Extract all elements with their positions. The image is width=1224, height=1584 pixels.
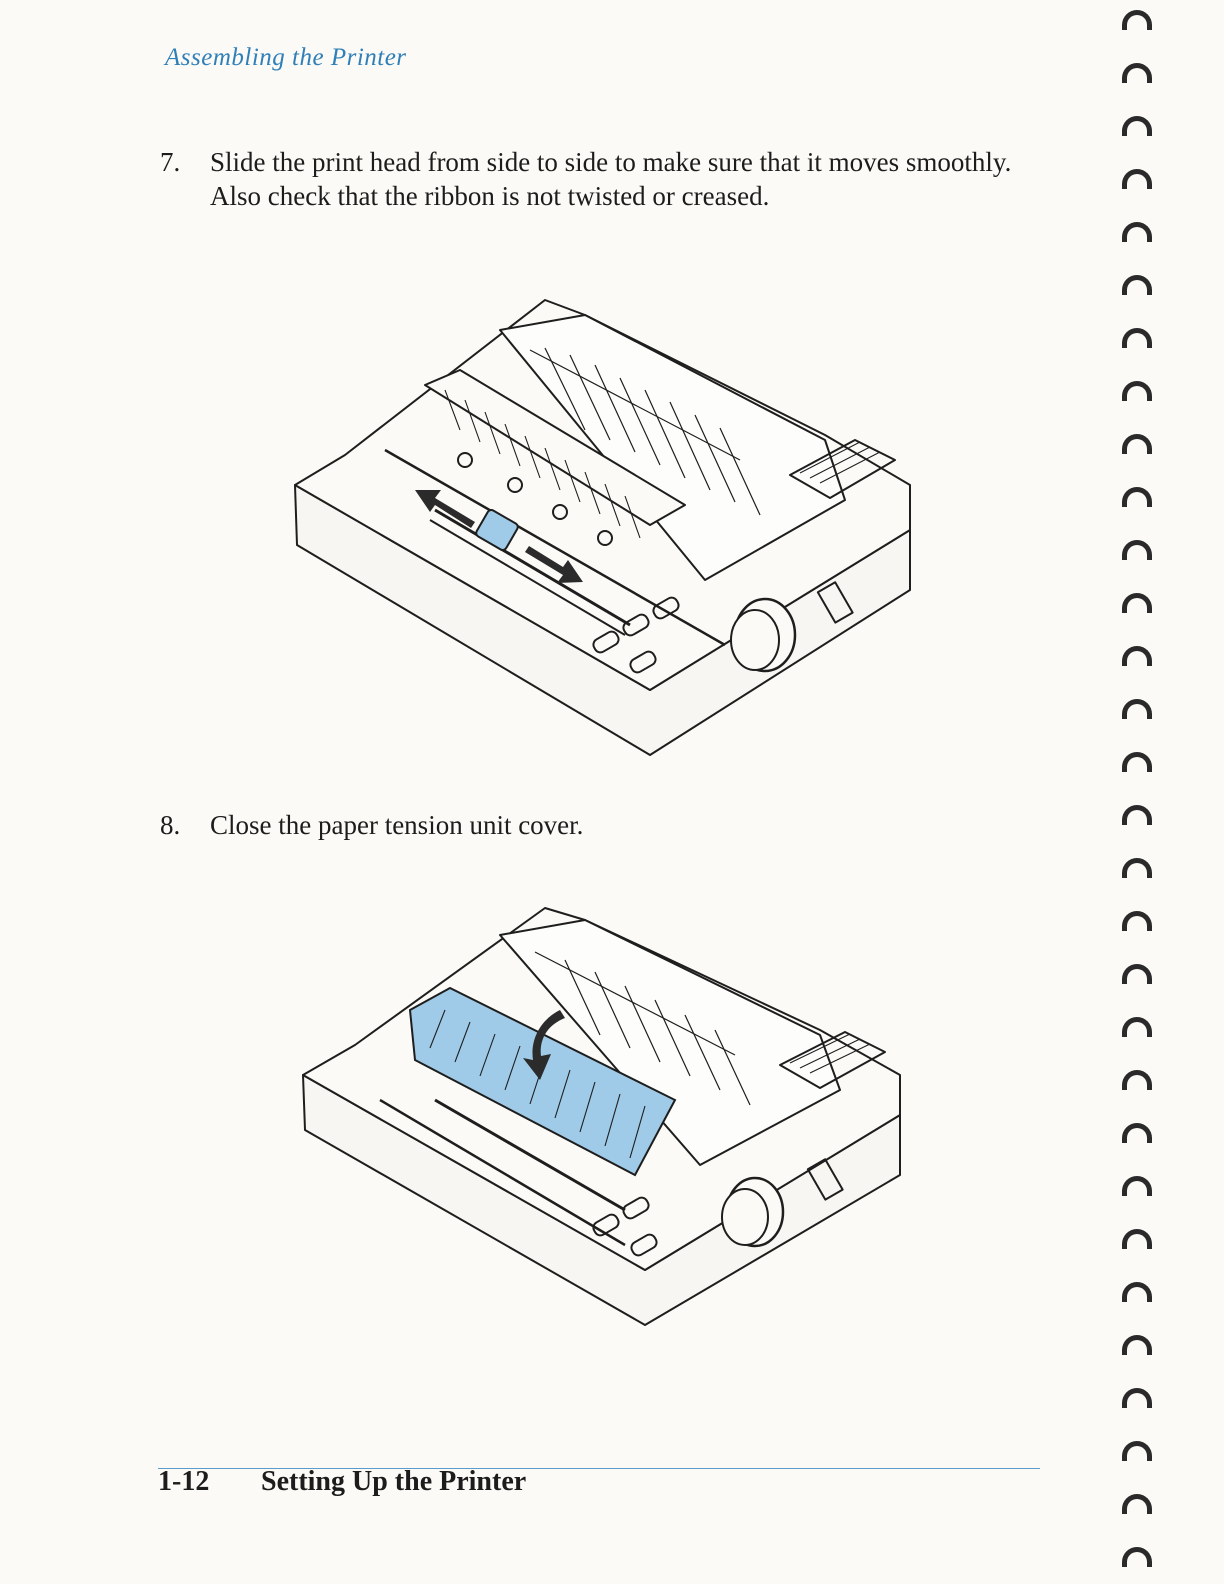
spiral-binding-ring-icon [1122, 858, 1152, 878]
step-number: 8. [160, 808, 180, 842]
spiral-binding-ring-icon [1122, 1017, 1152, 1037]
printer-illustration-print-head [285, 290, 915, 765]
spiral-binding-ring-icon [1122, 911, 1152, 931]
spiral-binding-ring-icon [1122, 1282, 1152, 1302]
spiral-binding-ring-icon [1122, 1335, 1152, 1355]
spiral-binding-ring-icon [1122, 752, 1152, 772]
step-number: 7. [160, 145, 180, 179]
spiral-binding-ring-icon [1122, 540, 1152, 560]
spiral-binding-ring-icon [1122, 10, 1152, 30]
spiral-binding-ring-icon [1122, 1229, 1152, 1249]
spiral-binding-ring-icon [1122, 646, 1152, 666]
section-title: Setting Up the Printer [261, 1466, 526, 1497]
spiral-binding-ring-icon [1122, 63, 1152, 83]
spiral-binding-ring-icon [1122, 593, 1152, 613]
spiral-binding-ring-icon [1122, 1388, 1152, 1408]
spiral-binding-ring-icon [1122, 275, 1152, 295]
spiral-binding-ring-icon [1122, 328, 1152, 348]
spiral-binding-ring-icon [1122, 1176, 1152, 1196]
page-number: 1-12 [158, 1466, 261, 1498]
step-text: Slide the print head from side to side t… [210, 145, 1040, 213]
spiral-binding-ring-icon [1122, 222, 1152, 242]
step-7: 7. Slide the print head from side to sid… [160, 145, 1040, 213]
step-text: Close the paper tension unit cover. [210, 808, 1040, 842]
spiral-binding-ring-icon [1122, 1123, 1152, 1143]
running-header: Assembling the Printer [165, 44, 407, 72]
spiral-binding-ring-icon [1122, 1441, 1152, 1461]
spiral-binding-ring-icon [1122, 1494, 1152, 1514]
printer-illustration-close-cover [295, 900, 905, 1330]
spiral-binding-ring-icon [1122, 487, 1152, 507]
step-8: 8. Close the paper tension unit cover. [160, 808, 1040, 842]
spiral-binding-ring-icon [1122, 169, 1152, 189]
spiral-binding-ring-icon [1122, 805, 1152, 825]
spiral-binding-ring-icon [1122, 381, 1152, 401]
spiral-binding-ring-icon [1122, 116, 1152, 136]
spiral-binding-ring-icon [1122, 699, 1152, 719]
spiral-binding-ring-icon [1122, 434, 1152, 454]
spiral-binding-ring-icon [1122, 964, 1152, 984]
spiral-binding-ring-icon [1122, 1070, 1152, 1090]
spiral-binding-ring-icon [1122, 1547, 1152, 1567]
